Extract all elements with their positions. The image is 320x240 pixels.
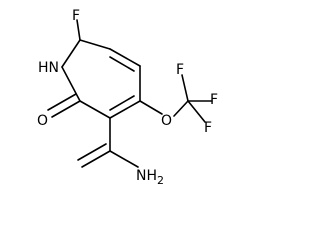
bond-c6-c6b (79, 39, 111, 50)
bond-c3-c4 (109, 100, 141, 119)
bond-oether-cf3 (173, 100, 189, 117)
bond-c-f-ring (76, 19, 81, 41)
atom-f-b: F (210, 92, 218, 108)
molecule-diagram: F HN O O F F F NH2 (37, 8, 218, 187)
bonds (47, 19, 213, 168)
atom-f-a: F (176, 62, 184, 78)
bond-c4-oether (139, 100, 163, 115)
bond-c5-c6-double (109, 56, 135, 72)
bond-cf3-fc (187, 100, 206, 123)
bond-c2-o (51, 100, 81, 118)
atom-nh: HN (38, 60, 59, 76)
bond-cf3-fa (181, 74, 189, 102)
bond-c2-c3 (79, 100, 111, 119)
bond-n1-c2 (61, 66, 81, 102)
bond-c2-o-double (47, 93, 77, 111)
bond-c6-n1 (61, 39, 81, 68)
atom-o-keto: O (37, 113, 48, 129)
atom-labels: F HN O O F F F NH2 (37, 8, 218, 187)
bond-c3-c4-double (109, 95, 135, 111)
bond-camide-n (109, 150, 139, 168)
bond-camide-o (81, 150, 111, 168)
bond-c5-c6 (109, 48, 141, 67)
atom-nh2: NH2 (136, 168, 164, 187)
bond-camide-o-double (77, 143, 107, 161)
atom-f-c: F (204, 120, 212, 136)
atom-o-ether: O (161, 113, 172, 129)
atom-f-ring: F (72, 8, 80, 24)
